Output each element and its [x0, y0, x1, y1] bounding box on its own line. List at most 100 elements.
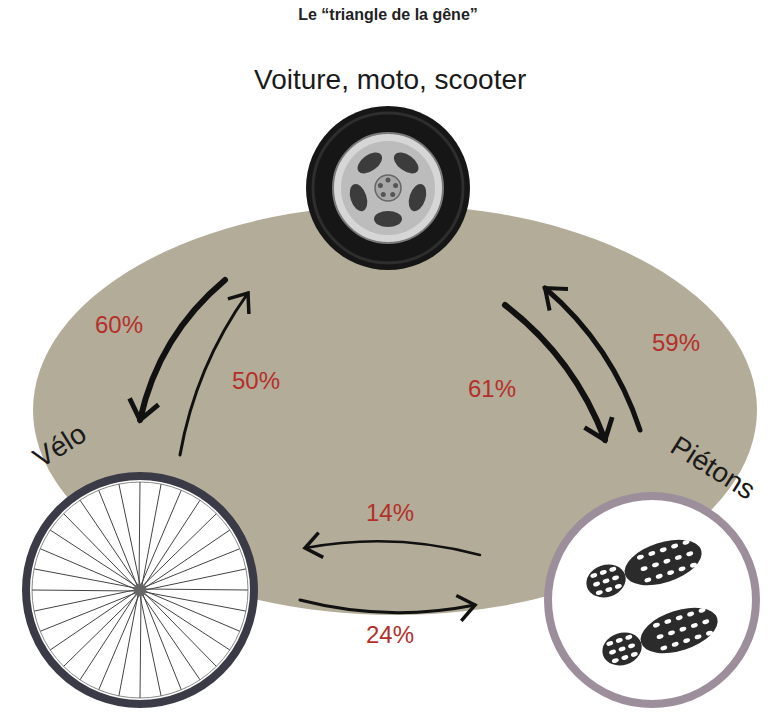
tread-dot: [698, 607, 706, 613]
spoke: [32, 590, 135, 591]
tread-dot: [667, 569, 675, 575]
tread-dot: [694, 634, 702, 640]
tread-dot: [625, 634, 633, 640]
tread-dot: [652, 562, 660, 568]
tread-dot: [628, 643, 636, 649]
spoke: [142, 595, 200, 680]
wheel-rim: [26, 476, 254, 704]
footprint-ring: [548, 496, 756, 704]
tread-dot: [675, 615, 683, 621]
spoke: [143, 594, 182, 690]
percentage-label: 60%: [95, 312, 143, 338]
tread-dot: [678, 566, 686, 572]
diagram-title: Le “triangle de la gêne”: [0, 6, 776, 24]
arrowhead: [545, 288, 568, 311]
tread-dot: [671, 641, 679, 647]
tread-dot: [659, 547, 667, 553]
tread-dot: [630, 651, 638, 657]
hub: [375, 175, 401, 201]
tread-dot: [621, 654, 629, 660]
tread-dot: [682, 539, 690, 545]
spoke: [144, 593, 216, 667]
tire: [306, 106, 470, 270]
sole-front: [619, 531, 707, 594]
tread-dot: [618, 646, 626, 652]
shoe-print: [581, 531, 707, 606]
spoke: [145, 589, 248, 590]
spoke: [145, 569, 246, 590]
arrowhead: [305, 533, 323, 558]
spoke: [80, 594, 136, 680]
rim: [333, 133, 443, 243]
tread-dot: [656, 633, 664, 639]
rim-hole: [347, 182, 371, 214]
percentage-label: 59%: [652, 330, 700, 356]
percentage-label: 24%: [366, 622, 414, 648]
sole-heel: [582, 560, 630, 603]
sole-front: [635, 599, 723, 662]
tread-dot: [636, 554, 644, 560]
spoke: [144, 549, 240, 588]
bicycle-wheel-illustration: [22, 472, 258, 708]
spoke: [144, 594, 230, 650]
connector-arrow: [545, 288, 640, 430]
tread-dot: [609, 649, 617, 655]
tread-dot: [602, 578, 610, 584]
tread-dot: [599, 569, 607, 575]
spoke: [144, 500, 200, 586]
shoe-print: [597, 599, 723, 674]
tread-dot: [644, 577, 652, 583]
connector-arrow: [305, 541, 480, 555]
spoke: [140, 595, 161, 696]
arrowhead: [585, 417, 613, 440]
tread-dot: [664, 618, 672, 624]
bicycle-node: Vélo: [22, 472, 258, 708]
spoke: [64, 594, 138, 666]
spoke: [143, 514, 217, 586]
arrowhead: [130, 398, 159, 420]
lug-nut: [393, 183, 398, 188]
tread-dot: [611, 657, 619, 663]
tread-dot: [652, 622, 660, 628]
tread-dot: [660, 645, 668, 651]
connector-arrow: [505, 305, 605, 440]
spoke: [80, 500, 138, 585]
spoke: [64, 514, 136, 588]
tread-dot: [683, 637, 691, 643]
tread-dot: [689, 562, 697, 568]
connector-arrow: [300, 600, 475, 613]
tread-dot: [687, 611, 695, 617]
tread-dot: [640, 565, 648, 571]
arrowhead: [228, 293, 249, 314]
tread-dot: [663, 558, 671, 564]
spoke: [145, 530, 230, 588]
spoke: [119, 484, 140, 585]
arrowhead: [456, 596, 475, 621]
spoke: [40, 593, 136, 632]
rim-hole: [374, 211, 402, 227]
spoke: [50, 592, 135, 650]
lug-nut: [381, 192, 386, 197]
vehicle-node: Voiture, moto, scooter: [306, 106, 470, 270]
spoke: [34, 590, 135, 611]
tread-dot: [648, 550, 656, 556]
wheel-hub: [134, 584, 146, 596]
tread-dot: [690, 622, 698, 628]
tread-dot: [679, 626, 687, 632]
tread-dot: [595, 589, 603, 595]
tread-dot: [612, 575, 620, 581]
spoke: [50, 530, 136, 586]
percentage-label: 14%: [366, 500, 414, 526]
tread-dot: [705, 630, 713, 636]
lug-nut: [390, 192, 395, 197]
tread-dot: [702, 619, 710, 625]
spoke: [99, 490, 138, 586]
tread-dot: [606, 640, 614, 646]
tread-dot: [674, 554, 682, 560]
tread-dot: [615, 637, 623, 643]
tread-dot: [686, 551, 694, 557]
rim-hole: [354, 148, 386, 177]
tread-dot: [609, 566, 617, 572]
tread-dot: [671, 543, 679, 549]
